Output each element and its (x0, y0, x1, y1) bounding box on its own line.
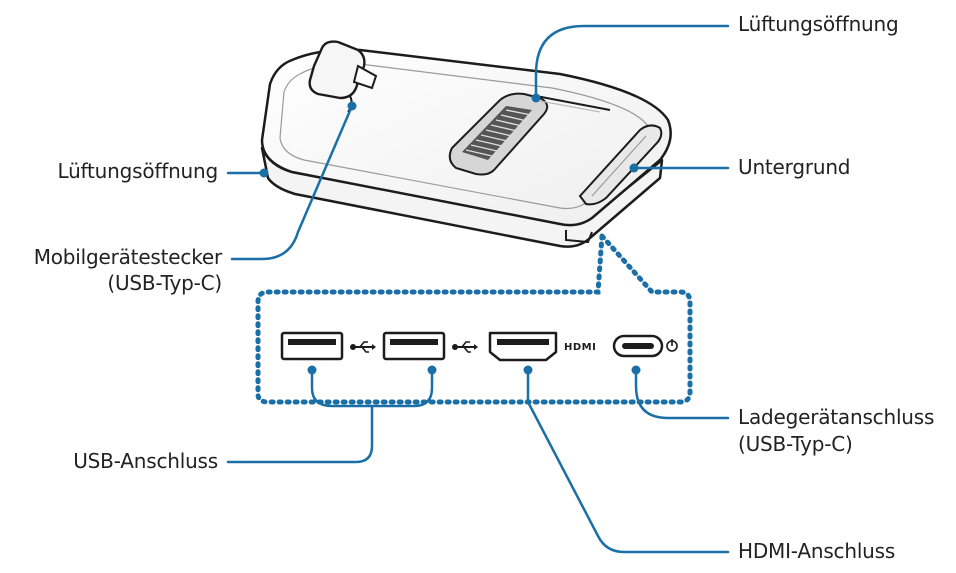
leader-usb-stem (226, 404, 374, 464)
label-base: Untergrund (738, 155, 851, 179)
dock-port-edge (565, 230, 593, 244)
ports-callout-frame (255, 233, 693, 405)
label-mobile-plug-line2: (USB-Typ-C) (107, 271, 222, 295)
hdmi-port (488, 331, 558, 362)
leader-dot-vent-top (531, 93, 541, 103)
leader-dot-hdmi (523, 365, 533, 375)
leader-vent-top (534, 24, 730, 100)
leader-hdmi (526, 368, 730, 554)
leader-charger (634, 368, 730, 420)
leader-dot-base (629, 163, 639, 173)
vent-grille (448, 92, 611, 176)
mobile-plug (308, 40, 378, 113)
label-hdmi-port: HDMI-Anschluss (738, 539, 896, 563)
leader-mobile-plug (230, 104, 354, 261)
base-groove (578, 124, 663, 206)
power-icon (666, 339, 678, 352)
label-charger-port-line2: (USB-Typ-C) (738, 432, 853, 456)
leader-dot-usb-2 (427, 365, 437, 375)
label-charger-port-line1: Ladegerätanschluss (738, 405, 935, 429)
usb-c-charging-port (612, 334, 664, 358)
label-mobile-plug-line1: Mobilgerätestecker (33, 245, 222, 269)
leader-dot-charger (631, 365, 641, 375)
label-vent-top: Lüftungsöffnung (738, 12, 899, 36)
usb-symbol-icon (350, 341, 376, 353)
leader-dot-vent-left (259, 168, 269, 178)
usb-symbol-icon (452, 341, 478, 353)
usb-port-2 (382, 331, 446, 361)
leader-dot-mobile-plug (347, 101, 357, 111)
hdmi-logo-icon: HDMI (564, 342, 596, 353)
leader-dot-usb-1 (307, 365, 317, 375)
usb-port-1 (280, 331, 344, 361)
label-vent-left: Lüftungsöffnung (57, 159, 218, 183)
label-usb-port: USB-Anschluss (73, 449, 218, 473)
